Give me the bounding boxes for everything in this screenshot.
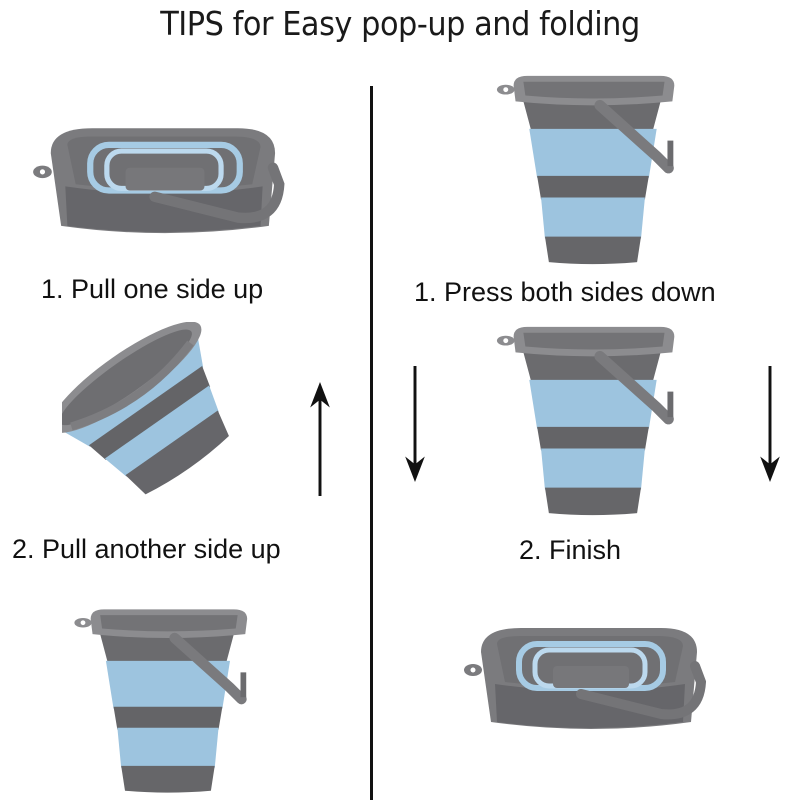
column-divider: [370, 86, 373, 800]
expanded-bucket-icon: [62, 604, 272, 798]
expanded-bucket-icon: [484, 72, 700, 268]
step-caption: 2. Finish: [519, 535, 622, 565]
arrow-up-icon: [305, 380, 335, 498]
step-caption: 1. Pull one side up: [41, 274, 264, 304]
expanded-bucket-icon: [484, 323, 700, 519]
arrow-down-icon: [400, 366, 430, 484]
collapsed-bucket-icon: [460, 622, 722, 752]
step-caption: 1. Press both sides down: [414, 277, 716, 307]
tilted-bucket-icon: [62, 322, 252, 522]
step-caption: 2. Pull another side up: [12, 534, 281, 564]
arrow-down-icon: [755, 366, 785, 484]
page-title: TIPS for Easy pop-up and folding: [160, 4, 640, 43]
collapsed-bucket-icon: [30, 122, 300, 257]
